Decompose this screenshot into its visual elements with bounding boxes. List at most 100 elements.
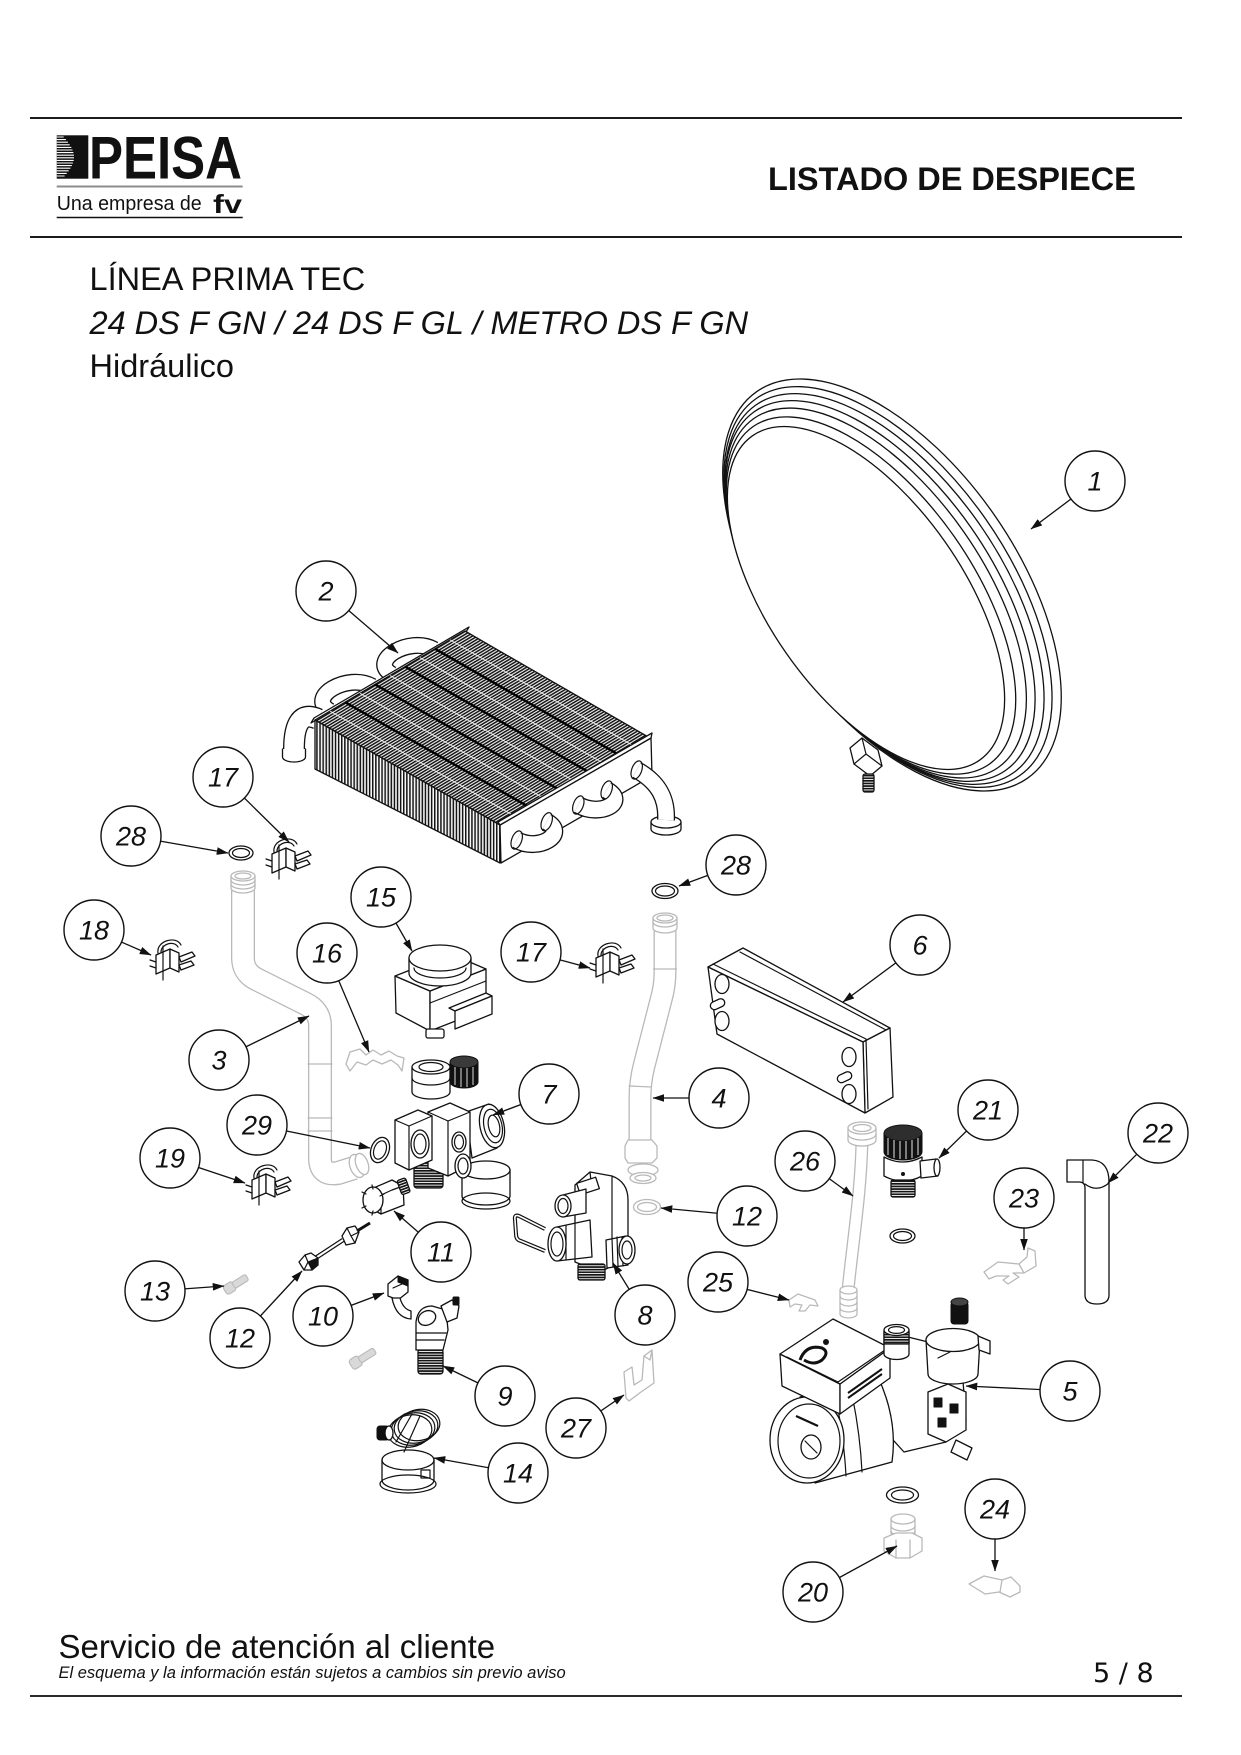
callout-number: 15 <box>366 883 397 913</box>
valve-lower-port-bore <box>457 1157 469 1175</box>
fitting-opening <box>417 1309 437 1327</box>
callout-number: 3 <box>211 1046 226 1076</box>
part-14-fitting <box>376 1408 441 1494</box>
clip-tab <box>274 1176 292 1188</box>
plate-port <box>841 1046 857 1068</box>
actuator-dome-top <box>408 944 472 972</box>
callout-28-left: 28 <box>100 805 229 867</box>
callout-12-probe: 12 <box>209 1270 303 1369</box>
callout-17-upper: 17 <box>192 746 290 843</box>
pump-grille <box>847 1368 883 1399</box>
header-top-rule <box>30 117 1182 119</box>
valve8-bottom-thread <box>577 1263 606 1281</box>
callout-number: 17 <box>208 763 239 793</box>
pump-air-vent-slot <box>937 1351 951 1359</box>
callout-number: 29 <box>241 1111 272 1141</box>
callout-number: 11 <box>427 1238 455 1268</box>
o-ring-under-valve-21 <box>889 1228 916 1244</box>
screw-shank <box>231 1274 249 1289</box>
valve-right-port-ring <box>482 1108 504 1144</box>
footer-rule <box>30 1695 1182 1697</box>
callout-number: 16 <box>312 939 343 969</box>
pump-air-vent-bracket <box>977 1335 991 1355</box>
callout-number: 21 <box>972 1096 1003 1126</box>
valve8-lower-port-bore <box>550 1231 564 1257</box>
valve-top-nut-bore <box>418 1061 444 1073</box>
fitting-window <box>420 1469 431 1479</box>
callout-28-right: 28 <box>678 834 767 896</box>
sensor-connector <box>362 1186 384 1214</box>
clip-loop <box>157 939 182 954</box>
callout-7: 7 <box>492 1063 580 1125</box>
callout-27: 27 <box>545 1394 625 1459</box>
part-10-clip <box>387 1275 412 1320</box>
o-ring-inner <box>231 847 251 859</box>
callout-number: 24 <box>979 1495 1010 1525</box>
clip-tab <box>178 960 195 971</box>
part-6-plate-heat-exchanger <box>707 947 894 1114</box>
safety-valve-cap-top <box>883 1124 923 1142</box>
o-ring-inner <box>892 1230 913 1242</box>
valve-top-nut-ring <box>411 1077 451 1086</box>
callout-circle <box>782 1561 844 1623</box>
tube-collar <box>630 760 644 780</box>
callout-circle <box>1039 1360 1101 1422</box>
pipe-nut <box>624 1139 658 1164</box>
clip-edge <box>392 1283 403 1289</box>
part-3-pipe <box>230 870 370 1186</box>
clip-wire <box>149 945 164 981</box>
callout-circle <box>687 1251 749 1313</box>
front-return-bends-fill <box>512 763 674 852</box>
pump-outlet-bore <box>887 1325 906 1334</box>
valve-knob-grip <box>454 1067 474 1087</box>
tube-collar <box>540 812 554 832</box>
callout-10: 10 <box>292 1285 385 1347</box>
o-ring-above-fitting-20 <box>885 1486 920 1504</box>
clip-top <box>397 1275 409 1287</box>
callout-circle <box>295 560 357 622</box>
fitting-nipple <box>452 1296 460 1306</box>
pump-air-vent-cap-top <box>950 1297 969 1307</box>
callout-number: 8 <box>637 1301 652 1331</box>
tube-row-crests <box>329 639 636 817</box>
callout-number: 12 <box>225 1324 255 1354</box>
pipe-joints <box>628 968 678 1088</box>
callout-number: 12 <box>732 1202 762 1232</box>
o-ring-inner <box>636 1201 658 1213</box>
hose-nut-line <box>847 1133 877 1141</box>
clip-tab <box>178 951 196 963</box>
part-19-clip <box>245 1164 292 1206</box>
drain-pipe-body <box>1066 1159 1110 1305</box>
callout-4: 4 <box>652 1067 750 1129</box>
callout-number: 28 <box>115 822 146 852</box>
pipe-ring <box>629 1171 657 1185</box>
tube-collar <box>510 830 524 850</box>
probe-hex-edges <box>346 1227 360 1244</box>
plate-edge-lines <box>712 951 887 1110</box>
callout-3: 3 <box>188 1015 310 1091</box>
callout-circle <box>292 1285 354 1347</box>
callout-number: 14 <box>503 1459 533 1489</box>
probe-rod-fill <box>313 1239 344 1260</box>
callout-circle <box>1127 1102 1189 1164</box>
plate-port <box>714 973 730 995</box>
valve-middle-port-bore <box>453 1134 465 1150</box>
pipe-thread-lines <box>652 921 678 928</box>
safety-valve-grip <box>887 1138 919 1159</box>
pipe-joints <box>307 1063 333 1132</box>
part-16-spring-clip <box>345 1048 405 1072</box>
pump-motor-cap-slot <box>804 1440 818 1454</box>
valve-left-block-edges <box>394 1115 433 1171</box>
sensor-pins <box>361 1184 385 1216</box>
hose-fill <box>842 1139 868 1291</box>
part-22-drain-pipe <box>1066 1159 1110 1305</box>
part-28-o-ring-left <box>228 845 254 861</box>
callout-25: 25 <box>687 1251 790 1313</box>
pipe-bore <box>234 872 252 880</box>
clip-tab <box>294 850 312 862</box>
callout-23: 23 <box>993 1167 1055 1251</box>
fitting-thread <box>417 1348 444 1375</box>
callout-circle <box>518 1063 580 1125</box>
front-plate-edge <box>497 732 653 826</box>
